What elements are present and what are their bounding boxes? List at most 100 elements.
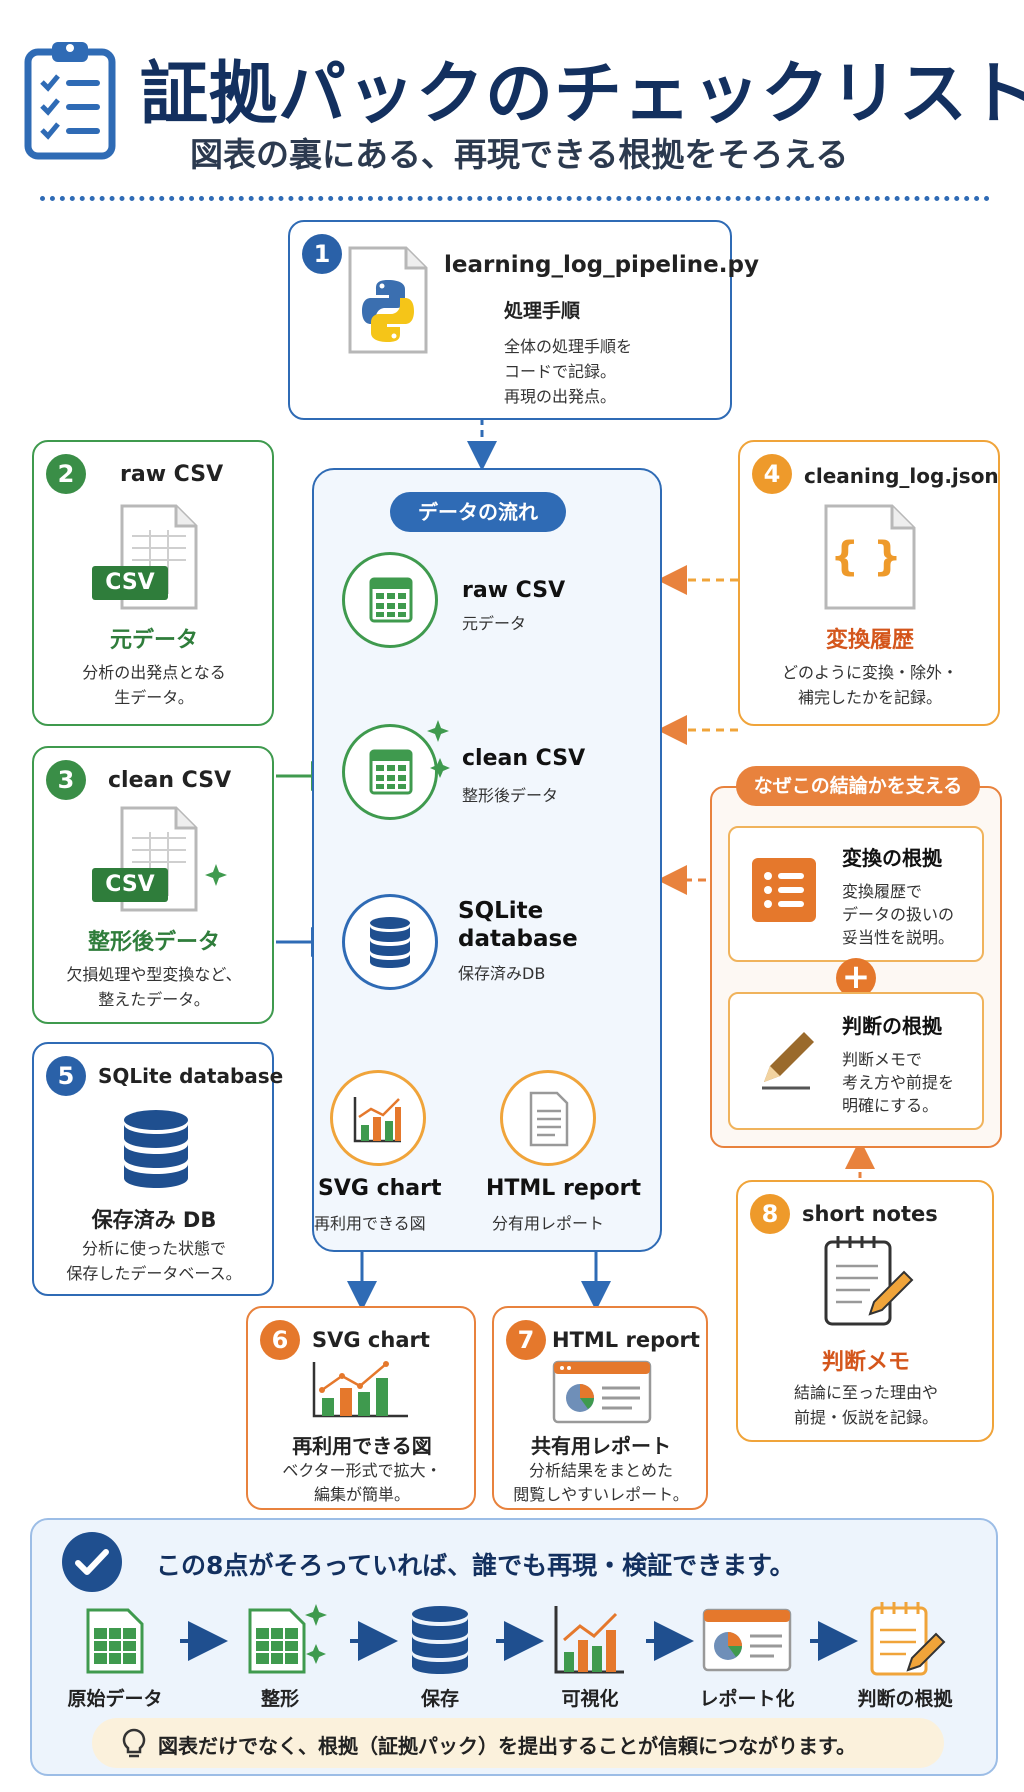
judgment-basis-desc-3: 明確にする。 bbox=[842, 1096, 939, 1115]
card-desc-2: コードで記録。 bbox=[504, 362, 617, 381]
csv-badge: CSV bbox=[92, 868, 168, 902]
card-label: 変換履歴 bbox=[825, 628, 914, 653]
card-number: 6 bbox=[260, 1320, 300, 1360]
divider bbox=[40, 196, 990, 201]
card-desc-2: 生データ。 bbox=[114, 688, 194, 707]
card-svg-chart: 6 SVG chart 再利用できる図 ベクター形式で拡大・ 編集が簡単。 bbox=[246, 1306, 476, 1510]
transform-basis-desc-2: データの扱いの bbox=[842, 905, 955, 924]
step-label: 整形 bbox=[260, 1688, 299, 1710]
check-circle-icon bbox=[62, 1532, 122, 1592]
card-sqlite-database: 5 SQLite database 保存済み DB 分析に使った状態で 保存した… bbox=[32, 1042, 283, 1296]
transform-basis-box: 変換の根拠 変換履歴で データの扱いの 妥当性を説明。 bbox=[728, 826, 984, 962]
card-number: 2 bbox=[46, 454, 86, 494]
summary-title: この8点がそろっていれば、誰でも再現・検証できます。 bbox=[156, 1551, 795, 1580]
card-cleaning-log: 4 cleaning_log.json { } 変換履歴 どのように変換・除外・… bbox=[738, 440, 1000, 726]
bar-chart-icon bbox=[353, 1097, 401, 1143]
card-clean-csv: 3 clean CSV CSV 整形後データ 欠損処理や型変換など、 整えたデー… bbox=[32, 746, 274, 1024]
flow-node-sqlite bbox=[342, 894, 438, 990]
flow-node-clean-csv bbox=[342, 724, 438, 820]
card-title: HTML report bbox=[552, 1328, 700, 1352]
json-file-icon bbox=[822, 502, 918, 616]
spreadsheet-icon bbox=[369, 749, 413, 795]
flow-node-sub: 分有用レポート bbox=[492, 1214, 605, 1233]
database-icon bbox=[122, 1108, 190, 1196]
card-title: clean CSV bbox=[108, 768, 232, 793]
flow-node-sub: 整形後データ bbox=[462, 786, 559, 805]
card-number: 3 bbox=[46, 760, 86, 800]
footer-note-box bbox=[92, 1718, 944, 1768]
card-desc-1: ベクター形式で拡大・ bbox=[282, 1461, 442, 1480]
card-label: 保存済み DB bbox=[91, 1208, 217, 1232]
card-number: 4 bbox=[752, 454, 792, 494]
card-title: learning_log_pipeline.py bbox=[444, 252, 759, 278]
flow-node-sub: 保存済みDB bbox=[458, 964, 546, 983]
step-label: レポート化 bbox=[699, 1688, 795, 1710]
card-label: 再利用できる図 bbox=[292, 1434, 432, 1458]
card-desc-2: 閲覧しやすいレポート。 bbox=[513, 1485, 689, 1504]
list-icon bbox=[752, 858, 816, 922]
card-desc-3: 再現の出発点。 bbox=[504, 387, 617, 406]
footer-note: 図表だけでなく、根拠（証拠パック）を提出することが信頼につながります。 bbox=[158, 1734, 856, 1758]
step-label: 原始データ bbox=[67, 1688, 163, 1710]
card-label: 判断メモ bbox=[821, 1350, 910, 1375]
card-desc-1: 分析に使った状態で bbox=[81, 1239, 226, 1258]
card-title: SQLite database bbox=[98, 1064, 284, 1088]
csv-badge: CSV bbox=[92, 566, 168, 600]
transform-basis-title: 変換の根拠 bbox=[842, 846, 942, 870]
pencil-icon bbox=[762, 1032, 814, 1090]
card-number: 7 bbox=[506, 1320, 546, 1360]
card-number: 5 bbox=[46, 1056, 86, 1096]
judgment-basis-box: 判断の根拠 判断メモで 考え方や前提を 明確にする。 bbox=[728, 992, 984, 1130]
card-desc-1: 分析結果をまとめた bbox=[528, 1461, 673, 1480]
lightbulb-icon bbox=[122, 1728, 146, 1758]
card-desc-1: 欠損処理や型変換など、 bbox=[66, 965, 242, 984]
card-desc-2: 保存したデータベース。 bbox=[66, 1264, 242, 1283]
step-storage-icon bbox=[412, 1606, 468, 1674]
card-short-notes: 8 short notes 判断メモ 結論に至った理由や 前提・仮説を記録。 bbox=[736, 1180, 994, 1442]
data-flow-tag: データの流れ bbox=[390, 492, 566, 532]
card-pipeline-script: 1 learning_log_pipeline.py 処理手順 全体の処理手順を… bbox=[288, 220, 759, 420]
notepad-icon bbox=[824, 1236, 914, 1326]
card-desc-2: 整えたデータ。 bbox=[98, 990, 210, 1009]
step-label: 判断の根拠 bbox=[857, 1688, 953, 1710]
card-title: short notes bbox=[802, 1202, 938, 1226]
card-desc-2: 編集が簡単。 bbox=[313, 1485, 410, 1504]
card-html-report: 7 HTML report 共有用レポート 分析結果をまとめた 閲覧しやすいレポ… bbox=[492, 1306, 708, 1510]
card-desc-1: 全体の処理手順を bbox=[504, 337, 633, 356]
report-window-icon bbox=[552, 1360, 652, 1424]
database-icon bbox=[370, 917, 410, 968]
card-label: 処理手順 bbox=[504, 300, 581, 322]
card-label: 整形後データ bbox=[87, 930, 220, 955]
page-title: 証拠パックのチェックリスト bbox=[140, 55, 1024, 134]
judgment-basis-desc-1: 判断メモで bbox=[842, 1050, 923, 1069]
flow-node-sub: 再利用できる図 bbox=[314, 1214, 426, 1233]
document-icon bbox=[529, 1091, 569, 1147]
card-raw-csv: 2 raw CSV CSV 元データ 分析の出発点となる 生データ。 bbox=[32, 440, 274, 726]
flow-node-title-line2: database bbox=[458, 926, 578, 952]
page-subtitle: 図表の裏にある、再現できる根拠をそろえる bbox=[190, 135, 849, 174]
step-visualize-icon bbox=[554, 1606, 624, 1674]
sparkle-icon bbox=[427, 720, 450, 778]
transform-basis-desc-3: 妥当性を説明。 bbox=[842, 928, 955, 947]
card-label: 共有用レポート bbox=[531, 1434, 671, 1458]
judgment-basis-title: 判断の根拠 bbox=[842, 1014, 942, 1038]
card-title: raw CSV bbox=[120, 462, 224, 487]
step-judgment-icon bbox=[870, 1602, 946, 1676]
step-cleaning-icon bbox=[248, 1604, 327, 1674]
flow-node-title: clean CSV bbox=[462, 746, 586, 771]
why-tag: なぜこの結論かを支える bbox=[736, 766, 980, 806]
flow-node-svg-chart bbox=[330, 1070, 426, 1166]
card-desc-1: どのように変換・除外・ bbox=[781, 663, 958, 682]
card-desc-1: 結論に至った理由や bbox=[793, 1383, 938, 1402]
python-file-icon bbox=[346, 244, 430, 360]
spreadsheet-icon bbox=[369, 577, 413, 623]
bar-chart-icon bbox=[312, 1361, 408, 1418]
flow-node-title: raw CSV bbox=[462, 578, 566, 603]
card-desc-2: 前提・仮説を記録。 bbox=[793, 1408, 938, 1427]
card-number: 1 bbox=[302, 234, 342, 274]
flow-node-html-report bbox=[500, 1070, 596, 1166]
card-number: 8 bbox=[750, 1194, 790, 1234]
step-report-icon bbox=[702, 1608, 792, 1672]
judgment-basis-desc-2: 考え方や前提を bbox=[842, 1073, 955, 1092]
